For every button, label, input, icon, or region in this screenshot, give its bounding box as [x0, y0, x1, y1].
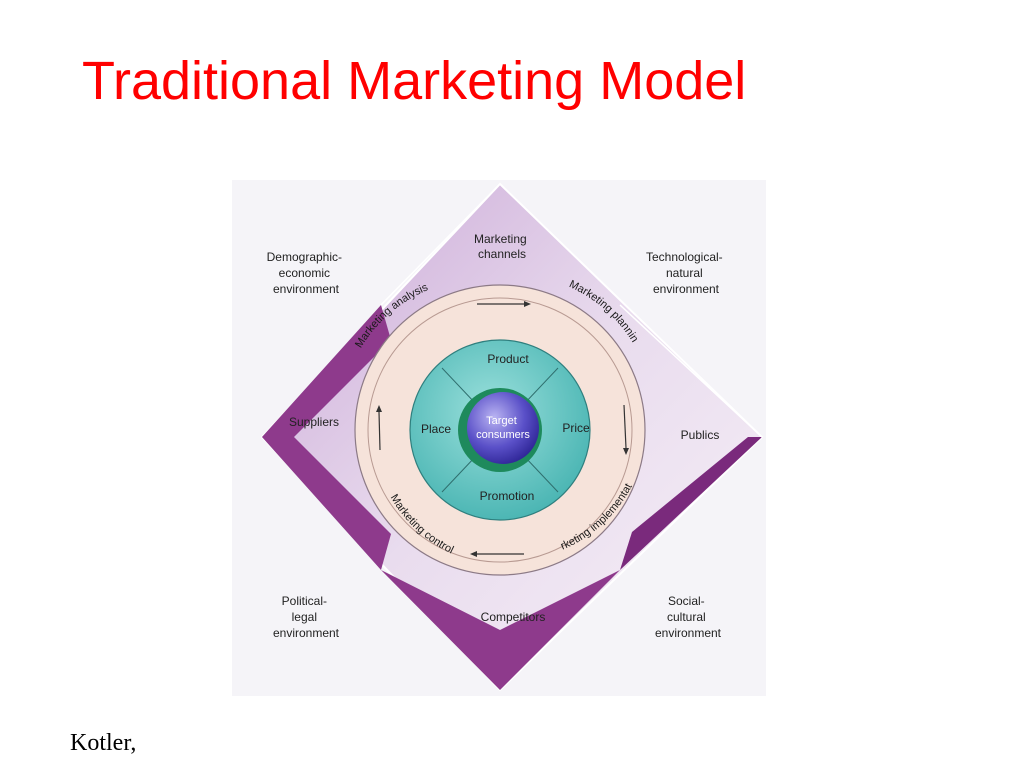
- marketing-model-diagram: Demographic- economic environment Techno…: [232, 180, 766, 696]
- arrow-icon: [623, 448, 629, 455]
- diamond-divider: [619, 304, 763, 438]
- side-top-marketing-channels: Marketing channels: [474, 232, 530, 261]
- publics-band: [620, 437, 762, 570]
- arrow-icon: [378, 411, 381, 451]
- mix-product: Product: [487, 352, 529, 366]
- suppliers-band-lower: [262, 437, 391, 570]
- side-right-publics: Publics: [681, 428, 720, 442]
- competitors-band: [381, 570, 620, 690]
- suppliers-band: [262, 305, 391, 437]
- diamond-divider: [380, 183, 501, 306]
- core-target-consumers: Target consumers: [476, 415, 530, 441]
- mix-divider: [523, 367, 559, 405]
- mix-divider: [441, 367, 477, 405]
- corner-bottom-left: Political- legal environment: [273, 594, 340, 640]
- management-ring-inner-edge: [367, 297, 633, 563]
- arrow-icon: [376, 405, 382, 412]
- mix-promotion: Promotion: [480, 489, 535, 503]
- mix-price: Price: [562, 421, 590, 435]
- corner-top-left: Demographic- economic environment: [267, 250, 346, 296]
- citation: Kotler,: [70, 730, 137, 756]
- side-bottom-competitors: Competitors: [481, 610, 546, 624]
- target-consumers-core: [467, 392, 539, 464]
- mix-divider: [523, 455, 559, 493]
- arrow-icon: [470, 551, 477, 557]
- corner-top-right: Technological- natural environment: [646, 250, 726, 296]
- corner-bottom-right: Social- cultural environment: [655, 594, 722, 640]
- side-left-suppliers: Suppliers: [289, 415, 339, 429]
- arrow-icon: [623, 404, 627, 449]
- diagram-svg: Demographic- economic environment Techno…: [232, 180, 766, 696]
- arrow-icon: [524, 301, 531, 307]
- mix-divider: [441, 455, 477, 493]
- mix-place: Place: [421, 422, 451, 436]
- slide-title: Traditional Marketing Model: [82, 51, 747, 111]
